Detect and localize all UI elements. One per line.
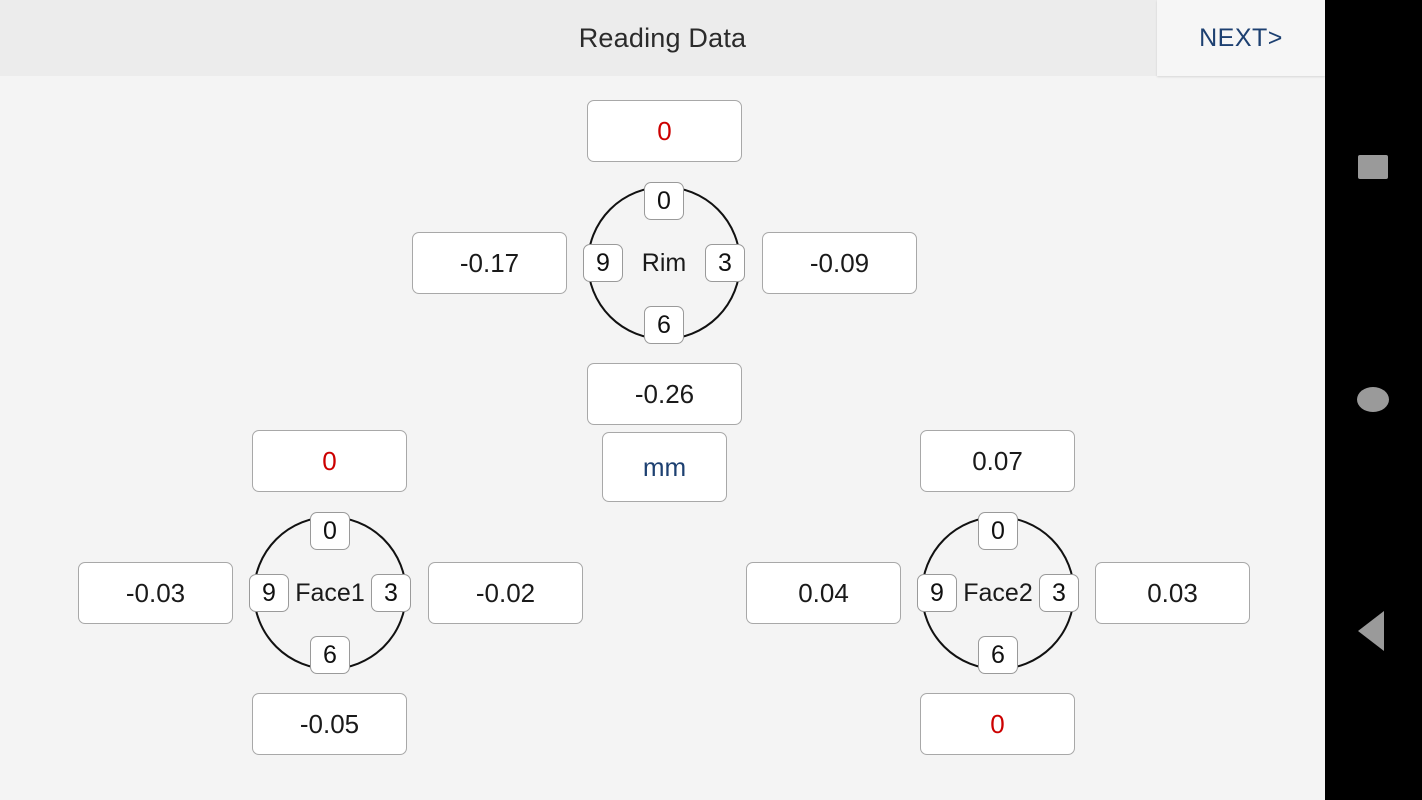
face2-top-value[interactable]: 0.07 <box>920 430 1075 492</box>
back-triangle-icon[interactable] <box>1358 611 1384 651</box>
rim-dial-label: Rim <box>641 248 687 277</box>
next-button-label: NEXT> <box>1199 23 1283 52</box>
face1-top-value[interactable]: 0 <box>252 430 407 492</box>
rim-tick-0[interactable]: 0 <box>644 182 684 220</box>
unit-button[interactable]: mm <box>602 432 727 502</box>
rim-tick-3[interactable]: 3 <box>705 244 745 282</box>
face1-tick-9[interactable]: 9 <box>249 574 289 612</box>
face2-tick-9[interactable]: 9 <box>917 574 957 612</box>
face2-tick-0[interactable]: 0 <box>978 512 1018 550</box>
rim-tick-9[interactable]: 9 <box>583 244 623 282</box>
face1-tick-6[interactable]: 6 <box>310 636 350 674</box>
recents-square-icon[interactable] <box>1358 155 1388 179</box>
rim-dial: Rim 0 3 6 9 <box>583 182 745 344</box>
face1-dial: Face1 0 3 6 9 <box>249 512 411 674</box>
face1-bottom-value[interactable]: -0.05 <box>252 693 407 755</box>
app-screen: Reading Data NEXT> 0 -0.17 Rim 0 3 6 9 -… <box>0 0 1325 755</box>
face2-tick-3[interactable]: 3 <box>1039 574 1079 612</box>
face2-left-value[interactable]: 0.04 <box>746 562 901 624</box>
rim-top-value[interactable]: 0 <box>587 100 742 162</box>
face1-left-value[interactable]: -0.03 <box>78 562 233 624</box>
face1-tick-3[interactable]: 3 <box>371 574 411 612</box>
face1-tick-0[interactable]: 0 <box>310 512 350 550</box>
app-header: Reading Data NEXT> <box>0 0 1325 76</box>
rim-right-value[interactable]: -0.09 <box>762 232 917 294</box>
rim-bottom-value[interactable]: -0.26 <box>587 363 742 425</box>
face1-right-value[interactable]: -0.02 <box>428 562 583 624</box>
face2-right-value[interactable]: 0.03 <box>1095 562 1250 624</box>
face2-dial: Face2 0 3 6 9 <box>917 512 1079 674</box>
rim-left-value[interactable]: -0.17 <box>412 232 567 294</box>
android-nav-bar <box>1325 0 1422 800</box>
face2-tick-6[interactable]: 6 <box>978 636 1018 674</box>
next-button[interactable]: NEXT> <box>1157 0 1325 76</box>
home-circle-icon[interactable] <box>1357 387 1389 412</box>
face2-bottom-value[interactable]: 0 <box>920 693 1075 755</box>
face1-dial-label: Face1 <box>295 578 365 607</box>
rim-tick-6[interactable]: 6 <box>644 306 684 344</box>
page-title: Reading Data <box>578 23 747 53</box>
face2-dial-label: Face2 <box>963 578 1033 607</box>
